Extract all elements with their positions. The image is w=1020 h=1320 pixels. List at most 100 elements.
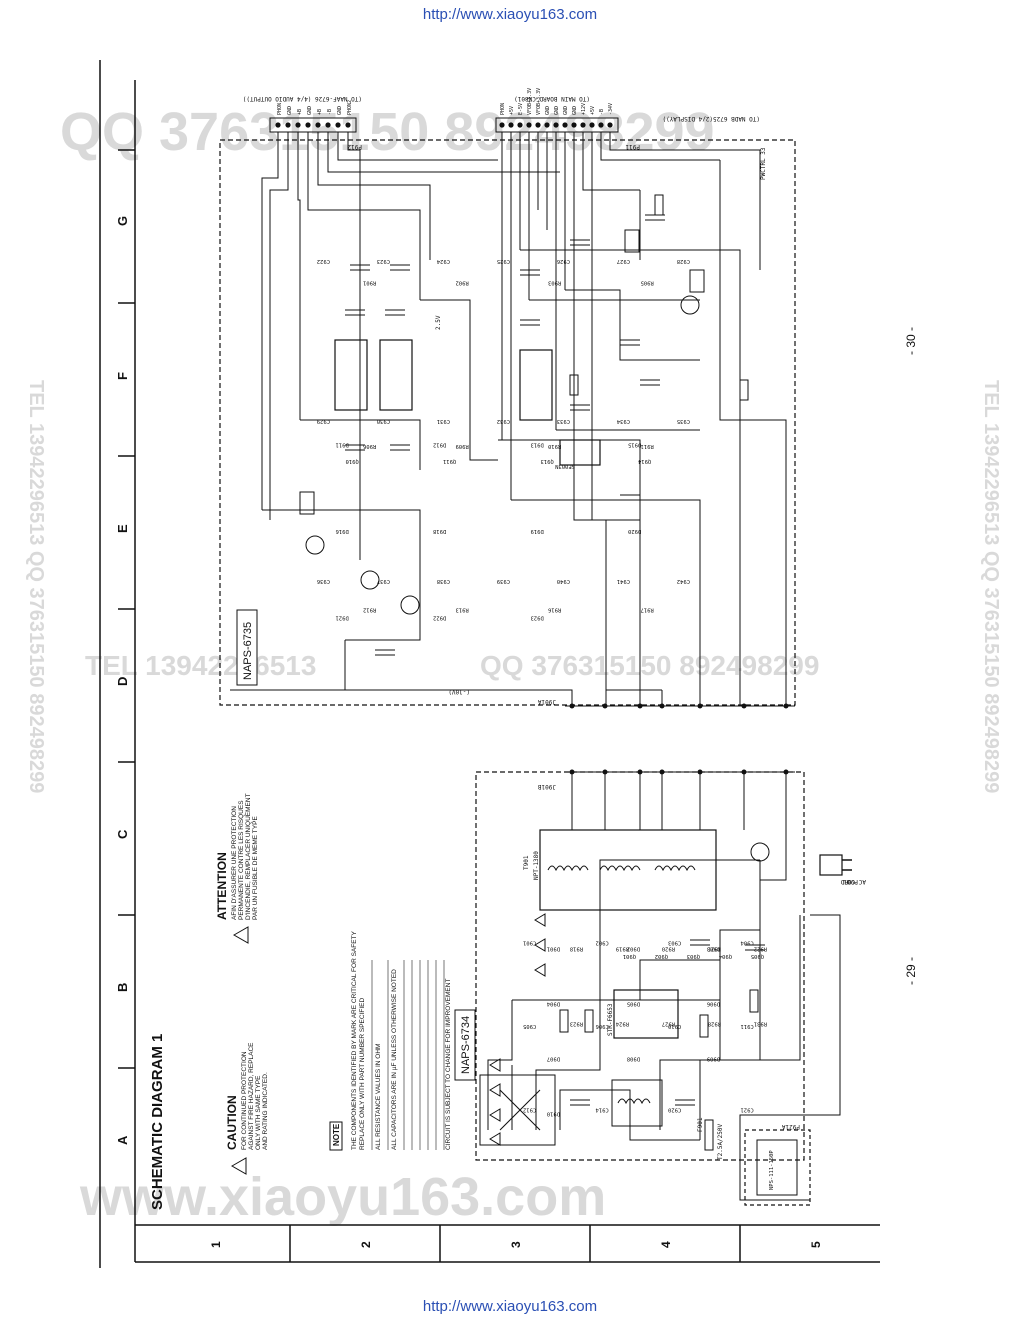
ac-cord-label: AC CORD: [840, 878, 866, 885]
attention-title: ATTENTION: [215, 852, 229, 920]
ref-r-a-5: R909: [456, 443, 469, 449]
caution-line-2: AGAINST FIRE HAZARD, REPLACE: [248, 1042, 255, 1150]
col-label-g: G: [115, 216, 130, 226]
page-title: SCHEMATIC DIAGRAM 1: [149, 1034, 166, 1210]
ref-c-b-1: C902: [596, 940, 609, 946]
ref-c-a-7: C929: [317, 418, 330, 424]
col-label-b: B: [115, 983, 130, 992]
col-label-f: F: [115, 372, 130, 380]
note-line-5: CIRCUIT IS SUBJECT TO CHANGE FOR IMPROVE…: [445, 979, 452, 1150]
ref-c-b-11: C921: [741, 1106, 754, 1112]
note-line-2: REPLACE ONLY WITH PART NUMBER SPECIFIED: [359, 998, 366, 1150]
footer-url[interactable]: http://www.xiaoyu163.com: [422, 1298, 598, 1315]
svg-text:VFOB+3.3V: VFOB+3.3V: [536, 88, 542, 115]
ref-q-b-0: Q901: [623, 953, 636, 959]
note-line-4: ALL CAPACITORS ARE IN µF UNLESS OTHERWIS…: [391, 969, 398, 1150]
ac-plug: P901 AC CORD P921A: [782, 854, 866, 1130]
ref-q-b-4: Q905: [751, 953, 764, 959]
ref-d-a-2: D913: [531, 441, 544, 447]
ref-q-b-3: Q904: [718, 953, 732, 959]
svg-text:GND: GND: [572, 106, 578, 115]
ref-q-a-2: Q913: [541, 458, 554, 464]
ref-c-a-3: C925: [497, 258, 510, 264]
col-label-c: C: [115, 829, 130, 839]
ref-c-b-7: C911: [741, 1023, 754, 1029]
ref-d-b-8: D909: [707, 1056, 720, 1062]
watermark-middle-right: QQ 376315150 892498299: [480, 650, 819, 681]
ref-q-b-1: Q902: [655, 953, 668, 959]
ref-c-b-9: C914: [595, 1106, 609, 1112]
watermark-bottom: www.xiaoyu163.com: [79, 1167, 606, 1227]
ref-d-b-5: D906: [707, 1001, 720, 1007]
to-main-label: (TO MAIN BOARD CN801): [514, 95, 590, 102]
svg-text:PHON2: PHON2: [347, 100, 353, 115]
transformer-t901: T901 NPT-1380: [523, 829, 717, 911]
t901-part-label: NPT-1380: [533, 851, 540, 880]
svg-text:VFOB+3.3V: VFOB+3.3V: [527, 88, 533, 115]
svg-text:-B: -B: [327, 109, 333, 115]
j901b-label: J901B: [538, 783, 556, 790]
naps-6735-voltages: (-10V) 2.5V PWCTRL 33: [435, 147, 767, 695]
ic-str-f6653: STR-F6653: [607, 989, 679, 1039]
ref-d-b-1: D902: [627, 946, 640, 952]
header-url[interactable]: http://www.xiaoyu163.com: [422, 6, 598, 23]
ref-r-b-2: R920: [662, 946, 675, 952]
ref-c-b-8: C912: [523, 1106, 536, 1112]
ref-d-a-8: D921: [336, 615, 349, 621]
col-label-e: E: [115, 524, 130, 533]
page-number-right: - 30 -: [904, 327, 918, 355]
ref-r-b-3: R921: [708, 946, 721, 952]
fuse-f901: F901 T2.5A/250V: [697, 1117, 724, 1160]
ref-c-b-5: C906: [596, 1023, 609, 1029]
note-block: NOTE THE COMPONENTS IDENTIFIED BY MARK A…: [329, 930, 452, 1151]
svg-text:+B: +B: [317, 109, 323, 115]
ref-r-b-6: R924: [615, 1021, 629, 1027]
svg-text:GND: GND: [307, 106, 313, 115]
connector-p911: P911 (TO MAIN BOARD CN801) (TO NADB 6725…: [495, 95, 760, 150]
naps-6735-passives: [299, 194, 749, 656]
ac-input-block: NPS-111-150P: [744, 1129, 811, 1206]
ref-c-a-17: C939: [497, 578, 510, 584]
ref-r-b-5: R923: [570, 1021, 583, 1027]
to-display-label: (TO NADB 6725(2/4 DISPLAY)): [662, 115, 760, 122]
relay-label: NPS-111-150P: [769, 1150, 775, 1190]
naps-6735-wiring: [230, 132, 787, 706]
ref-d-a-6: D919: [531, 528, 544, 534]
svg-text:GND: GND: [563, 106, 569, 115]
svg-text:GND: GND: [337, 106, 343, 115]
ref-c-a-20: C942: [677, 578, 690, 584]
ref-r-b-1: R919: [616, 946, 629, 952]
ref-r-a-3: R905: [641, 280, 654, 286]
ref-c-a-4: C926: [557, 258, 570, 264]
svg-text:+B: +B: [297, 109, 303, 115]
ref-r-a-10: R916: [548, 606, 561, 612]
ref-r-a-9: R913: [456, 606, 469, 612]
ref-r-a-0: R901: [363, 280, 376, 286]
p911-pin-labels: PHON +5V E-5V VFOB+3.3V VFOB+3.3V GND GN…: [500, 88, 614, 115]
naps-6735-transistors: [305, 295, 700, 615]
attention-block: ATTENTION AFIN D'ASSURER UNE PROTECTION …: [215, 793, 259, 944]
svg-text:PHON: PHON: [500, 103, 506, 115]
row-label-1: 1: [209, 1241, 223, 1248]
ref-c-a-13: C935: [677, 418, 690, 424]
ref-r-b-9: R931: [754, 1021, 767, 1027]
j901a-label: J901A: [538, 698, 556, 705]
ref-c-a-19: C941: [617, 578, 630, 584]
ref-r-a-8: R912: [363, 606, 376, 612]
to-audio-label: (TO NAAF-6726 (4/4 AUDIO OUTPUT)): [243, 95, 362, 102]
safety-marks: [489, 913, 546, 1146]
naps-6735-ics: SE003N: [334, 339, 601, 469]
svg-text:GND: GND: [545, 106, 551, 115]
p912-pin-labels: PHON GND +B GND +B -B GND PHON2: [277, 100, 353, 115]
ref-c-a-18: C940: [557, 578, 570, 584]
svg-text:GND: GND: [554, 106, 560, 115]
ref-c-a-1: C923: [377, 258, 390, 264]
svg-text:PHON: PHON: [277, 103, 283, 115]
note-title: NOTE: [332, 1123, 341, 1146]
ref-d-b-7: D908: [627, 1056, 640, 1062]
svg-text:E-5V: E-5V: [518, 103, 524, 115]
ref-r-a-6: R910: [548, 443, 561, 449]
ref-d-a-3: D915: [628, 441, 641, 447]
